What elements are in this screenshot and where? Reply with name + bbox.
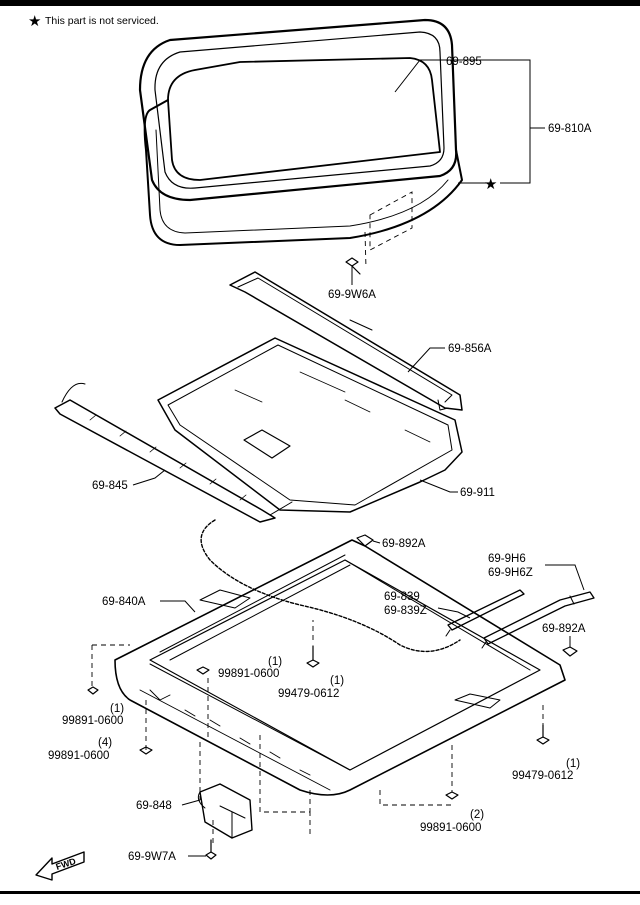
callout-star-icon: ★: [484, 176, 497, 193]
callout-69-895: 69-895: [446, 56, 482, 68]
callout-69-839: 69-839: [384, 591, 420, 603]
callout-69-810a: 69-810A: [548, 123, 592, 135]
sunshade-69-911: [157, 337, 463, 513]
callout-99891-bottom: 99891-0600: [420, 822, 481, 834]
callout-69-840a: 69-840A: [102, 596, 146, 608]
callout-99479-right-qty: (1): [566, 758, 580, 770]
drain-hose: [200, 519, 461, 653]
callout-69-9w7a: 69-9W7A: [128, 851, 176, 863]
callout-99891-left: 99891-0600: [62, 715, 123, 727]
motor-69-848: [197, 783, 253, 839]
callout-69-856a: 69-856A: [448, 343, 492, 355]
callout-99891-left2-qty: (4): [98, 737, 112, 749]
svg-text:FWD: FWD: [55, 856, 78, 872]
cable-69-839: [445, 589, 525, 637]
glass-panel-assembly: [138, 18, 463, 251]
fastener-99479-mid: [306, 645, 320, 668]
bottom-border-bar: [0, 891, 640, 894]
deflector-69-856a: [229, 271, 463, 411]
frame-69-840a: [114, 539, 566, 796]
callout-99891-left-qty: (1): [110, 703, 124, 715]
callout-99891-mid-qty: (1): [268, 656, 282, 668]
callout-99479-mid-qty: (1): [330, 675, 344, 687]
fastener-99891-left: [87, 686, 99, 695]
trim-69-845: [54, 382, 293, 523]
callout-69-839z: 69-839Z: [384, 605, 427, 617]
fastener-99891-left2: [139, 746, 153, 755]
screw-69-9w7a: [205, 839, 217, 860]
callout-69-845: 69-845: [92, 480, 128, 492]
callout-69-892a-top: 69-892A: [382, 538, 426, 550]
callout-99891-bottom-qty: (2): [470, 809, 484, 821]
fwd-arrow-icon: FWD: [35, 851, 85, 881]
callout-99479-right: 99479-0612: [512, 770, 573, 782]
screw-69-9w6a: [345, 231, 367, 275]
note-star-icon: ★: [28, 13, 41, 30]
callout-99479-mid: 99479-0612: [278, 688, 339, 700]
callout-99891-mid: 99891-0600: [218, 668, 279, 680]
callout-69-892a-right: 69-892A: [542, 623, 586, 635]
fastener-99479-right: [536, 724, 550, 745]
cable-69-9h6: [481, 591, 595, 649]
fastener-99891-mid: [196, 666, 210, 675]
fastener-99891-bottom: [445, 791, 459, 800]
top-border-bar: [0, 0, 640, 6]
note-text: This part is not serviced.: [45, 15, 159, 27]
callout-69-9h6z: 69-9H6Z: [488, 567, 533, 579]
callout-69-911: 69-911: [460, 487, 495, 499]
block-69-892a-top: [356, 534, 374, 547]
callout-69-9h6: 69-9H6: [488, 553, 526, 565]
callout-99891-left2: 99891-0600: [48, 750, 109, 762]
callout-69-9w6a: 69-9W6A: [328, 289, 376, 301]
callout-69-848: 69-848: [136, 800, 172, 812]
block-69-892a-right: [562, 646, 578, 657]
